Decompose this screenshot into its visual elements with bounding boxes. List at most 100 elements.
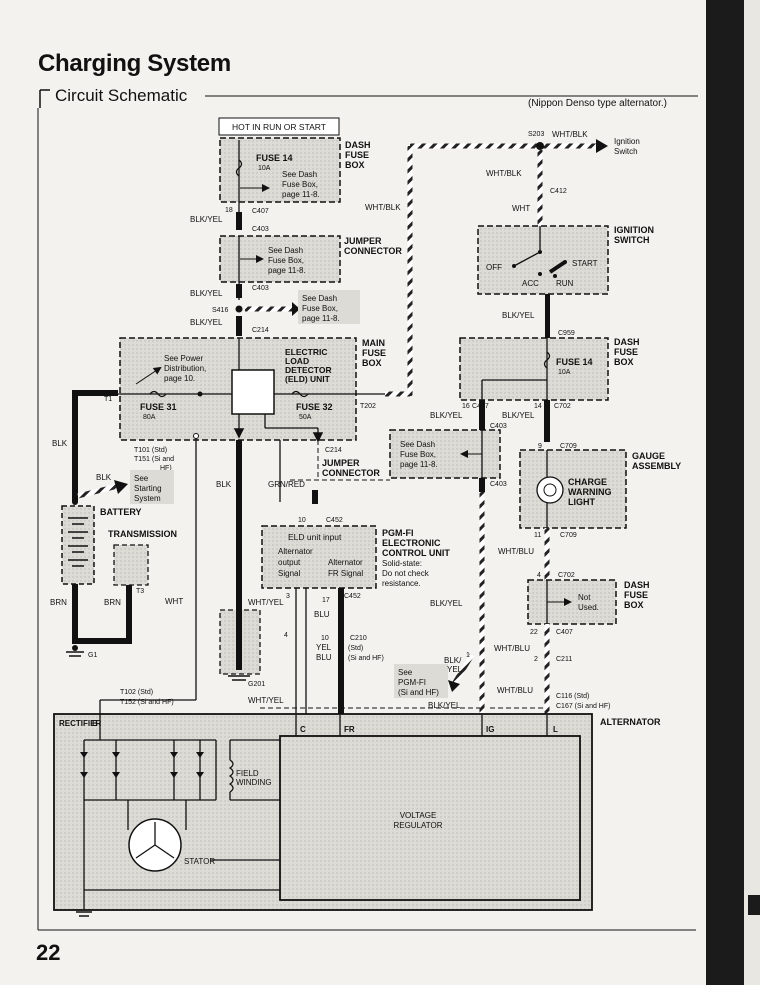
- t202-terminal: T202: [360, 403, 376, 410]
- svg-text:CONNECTOR: CONNECTOR: [322, 468, 380, 478]
- svg-text:C709: C709: [560, 532, 577, 539]
- svg-text:10A: 10A: [258, 165, 271, 172]
- adjacent-page-edge: [706, 0, 760, 985]
- svg-text:(Si and HF): (Si and HF): [348, 655, 384, 662]
- svg-text:PGM-FI: PGM-FI: [398, 678, 426, 687]
- svg-text:FUSE: FUSE: [362, 348, 386, 358]
- svg-text:Starting: Starting: [134, 484, 162, 493]
- svg-text:17: 17: [322, 597, 330, 604]
- battery-box: [61, 505, 95, 585]
- battery-label: BATTERY: [100, 507, 142, 517]
- svg-text:16: 16: [462, 403, 470, 410]
- svg-text:22: 22: [530, 629, 538, 636]
- svg-text:page 10.: page 10.: [164, 374, 195, 383]
- svg-text:BLK/YEL: BLK/YEL: [430, 411, 463, 420]
- svg-text:WARNING: WARNING: [568, 487, 612, 497]
- c407-connector: C407: [252, 208, 269, 215]
- charge-warning-light-label: CHARGE: [568, 477, 607, 487]
- transmission-box: [113, 544, 149, 586]
- c210-connector: C210: [350, 635, 367, 642]
- svg-text:C702: C702: [558, 572, 575, 579]
- svg-text:Signal: Signal: [278, 569, 300, 578]
- svg-text:WHT: WHT: [165, 597, 183, 606]
- c709-connector: C709: [560, 443, 577, 450]
- svg-text:Used.: Used.: [578, 603, 599, 612]
- svg-text:9: 9: [538, 443, 542, 450]
- terminal-ig: IG: [486, 725, 494, 734]
- svg-text:WINDING: WINDING: [236, 778, 272, 787]
- svg-text:YEL: YEL: [447, 665, 463, 674]
- svg-text:10: 10: [298, 517, 306, 524]
- svg-text:DETECTOR: DETECTOR: [285, 365, 332, 375]
- c452-connector: C452: [326, 517, 343, 524]
- field-winding-label: FIELD: [236, 769, 259, 778]
- stator-label: STATOR: [184, 857, 215, 866]
- svg-text:System: System: [134, 494, 161, 503]
- see-dash-ref-1: See Dash: [282, 170, 317, 179]
- t1-terminal: T1: [104, 396, 112, 403]
- page-title: Charging System: [38, 50, 231, 77]
- svg-text:14: 14: [534, 403, 542, 410]
- svg-text:CONTROL UNIT: CONTROL UNIT: [382, 548, 450, 558]
- svg-text:Fuse Box,: Fuse Box,: [282, 180, 318, 189]
- svg-text:BLK/YEL: BLK/YEL: [428, 701, 461, 710]
- ignition-switch-box: [477, 225, 609, 295]
- svg-text:CONNECTOR: CONNECTOR: [344, 246, 402, 256]
- alternator-type-note: (Nippon Denso type alternator.): [528, 98, 667, 109]
- c959-connector: C959: [558, 330, 575, 337]
- svg-text:ELECTRONIC: ELECTRONIC: [382, 538, 441, 548]
- svg-text:C403: C403: [490, 481, 507, 488]
- svg-text:BOX: BOX: [345, 160, 365, 170]
- c702-connector: C702: [554, 403, 571, 410]
- voltage-regulator-label: VOLTAGE: [400, 811, 437, 820]
- transmission-label: TRANSMISSION: [108, 529, 177, 539]
- jumper-connector-label: JUMPER: [344, 236, 382, 246]
- c214-connector: C214: [252, 327, 269, 334]
- svg-text:T152 (Si and HF): T152 (Si and HF): [120, 699, 174, 706]
- hot-in-run-label: HOT IN RUN OR START: [232, 122, 326, 132]
- svg-text:REGULATOR: REGULATOR: [393, 821, 442, 830]
- svg-text:10: 10: [321, 635, 329, 642]
- svg-text:50A: 50A: [299, 414, 312, 421]
- svg-text:18: 18: [225, 207, 233, 214]
- svg-text:B: B: [92, 719, 98, 728]
- gauge-assembly-label: GAUGE: [632, 451, 665, 461]
- svg-text:Switch: Switch: [614, 147, 638, 156]
- s203-splice: S203: [528, 131, 544, 138]
- svg-text:(ELD) UNIT: (ELD) UNIT: [285, 374, 331, 384]
- svg-text:page 11-8.: page 11-8.: [282, 190, 320, 199]
- svg-text:C452: C452: [344, 593, 361, 600]
- svg-text:1: 1: [466, 652, 470, 659]
- s416-splice: S416: [212, 307, 228, 314]
- svg-text:3: 3: [286, 593, 290, 600]
- svg-text:GRN/RED: GRN/RED: [268, 480, 305, 489]
- svg-text:Fuse Box,: Fuse Box,: [400, 450, 436, 459]
- see-dash-ref-right: See Dash: [400, 440, 435, 449]
- svg-text:BLK/YEL: BLK/YEL: [502, 311, 535, 320]
- svg-text:Distribution,: Distribution,: [164, 364, 206, 373]
- svg-text:DASH: DASH: [614, 337, 640, 347]
- svg-text:DASH: DASH: [624, 580, 650, 590]
- main-fuse-box-label: MAIN: [362, 338, 385, 348]
- svg-text:Alternator: Alternator: [328, 558, 363, 567]
- svg-text:START: START: [572, 259, 598, 268]
- svg-text:4: 4: [284, 632, 288, 639]
- svg-text:BOX: BOX: [614, 357, 634, 367]
- svg-text:BLK/YEL: BLK/YEL: [502, 411, 535, 420]
- svg-text:WHT/BLU: WHT/BLU: [498, 547, 534, 556]
- svg-text:page 11-8.: page 11-8.: [302, 314, 340, 323]
- svg-text:(Std): (Std): [348, 645, 363, 652]
- svg-text:WHT/BLK: WHT/BLK: [365, 203, 401, 212]
- jumper-connector-2-label: JUMPER: [322, 458, 360, 468]
- svg-text:Fuse Box,: Fuse Box,: [268, 256, 304, 265]
- svg-text:BOX: BOX: [624, 600, 644, 610]
- svg-text:ACC: ACC: [522, 279, 539, 288]
- page-number: 22: [36, 940, 61, 965]
- svg-text:10A: 10A: [558, 369, 571, 376]
- alternator-label: ALTERNATOR: [600, 717, 661, 727]
- fuse14-label: FUSE 14: [256, 153, 293, 163]
- svg-text:YEL: YEL: [316, 643, 332, 652]
- not-used-label: Not: [578, 593, 591, 602]
- svg-text:BLK: BLK: [216, 480, 232, 489]
